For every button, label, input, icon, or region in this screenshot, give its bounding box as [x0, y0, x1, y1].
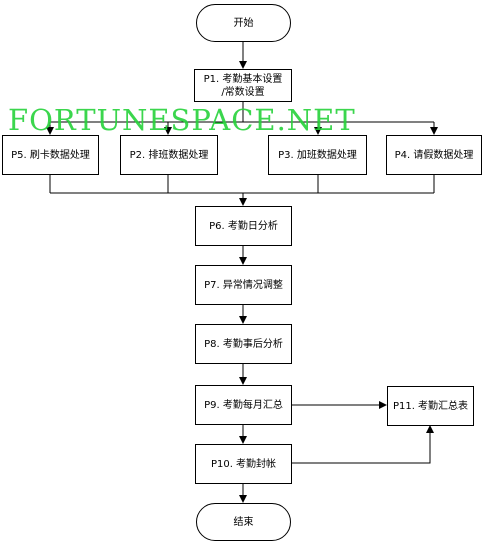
process-p5-label: P5. 刷卡数据处理 [11, 149, 90, 161]
arrow-p10-p11 [292, 425, 434, 464]
process-p4-label: P4. 请假数据处理 [394, 149, 474, 161]
end-terminal: 结束 [196, 503, 291, 541]
process-p1-label: P1. 考勤基本设置 /常数设置 [203, 73, 283, 98]
end-label: 结束 [233, 516, 254, 528]
start-terminal: 开始 [196, 4, 291, 42]
process-p2: P2. 排班数据处理 [120, 135, 218, 175]
process-p10-label: P10. 考勤封帐 [210, 458, 277, 470]
site-watermark: FORTUNESPACE.NET [8, 103, 356, 137]
process-p9-label: P9. 考勤每月汇总 [204, 399, 283, 411]
process-p11-label: P11. 考勤汇总表 [392, 400, 469, 412]
process-p2-label: P2. 排班数据处理 [129, 149, 209, 161]
process-p7-label: P7. 异常情况调整 [204, 279, 283, 291]
process-p3-label: P3. 加班数据处理 [278, 149, 357, 161]
process-p9: P9. 考勤每月汇总 [195, 385, 292, 425]
process-p4: P4. 请假数据处理 [386, 135, 482, 175]
start-label: 开始 [233, 17, 254, 29]
process-p8: P8. 考勤事后分析 [195, 324, 292, 364]
process-p5: P5. 刷卡数据处理 [2, 135, 99, 175]
process-p10: P10. 考勤封帐 [195, 444, 292, 484]
process-p1: P1. 考勤基本设置 /常数设置 [194, 69, 292, 102]
process-p6: P6. 考勤日分析 [195, 206, 292, 246]
process-p7: P7. 异常情况调整 [195, 265, 292, 305]
process-p3: P3. 加班数据处理 [268, 135, 367, 175]
process-p6-label: P6. 考勤日分析 [209, 220, 278, 232]
process-p11: P11. 考勤汇总表 [387, 386, 474, 426]
process-p8-label: P8. 考勤事后分析 [204, 338, 283, 350]
